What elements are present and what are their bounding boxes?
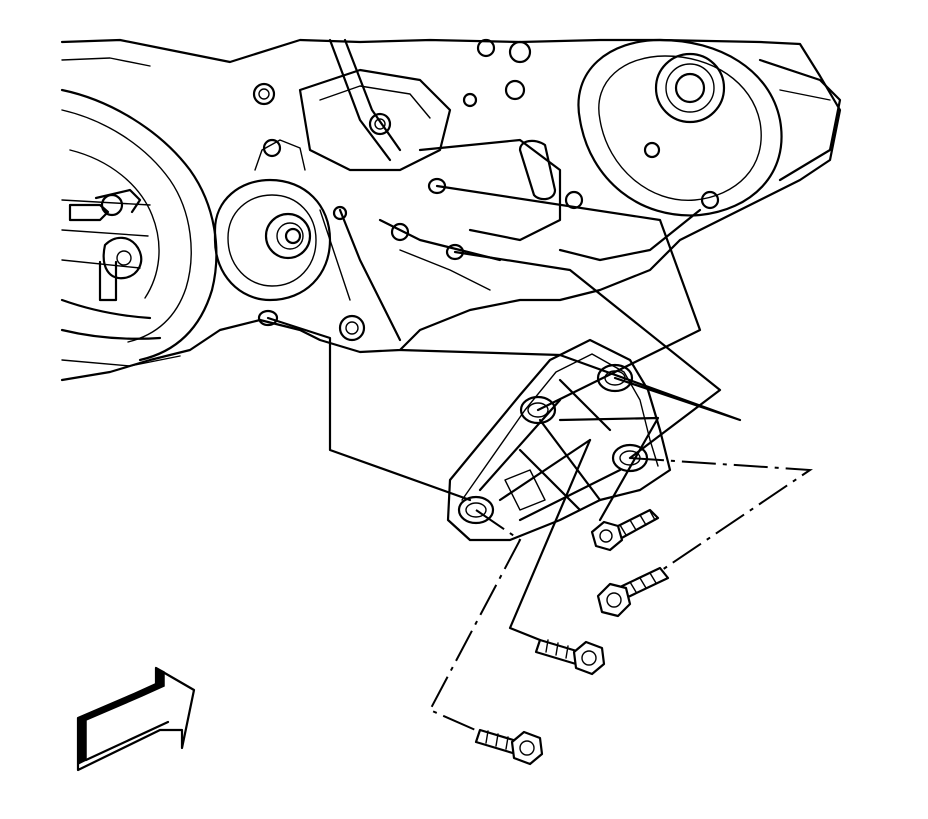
mount-bracket: [446, 338, 672, 542]
bolt-upper: [590, 508, 660, 552]
front-direction-arrow-icon: [76, 666, 196, 772]
transmission-case: [298, 38, 584, 342]
output-shaft-hub: [213, 82, 332, 302]
bracket-hole-upper-left: [519, 395, 557, 425]
engine-assembly: [60, 38, 842, 382]
bolt-middle: [534, 638, 606, 676]
alignment-leader-lines: [257, 177, 742, 502]
bolt-right: [596, 566, 670, 618]
bolt-leader-lines: [428, 416, 813, 733]
pulley-cover: [558, 38, 842, 262]
bolt-lower: [474, 728, 544, 766]
bell-housing: [60, 88, 218, 367]
bracket-hole-lower-left: [457, 495, 495, 525]
